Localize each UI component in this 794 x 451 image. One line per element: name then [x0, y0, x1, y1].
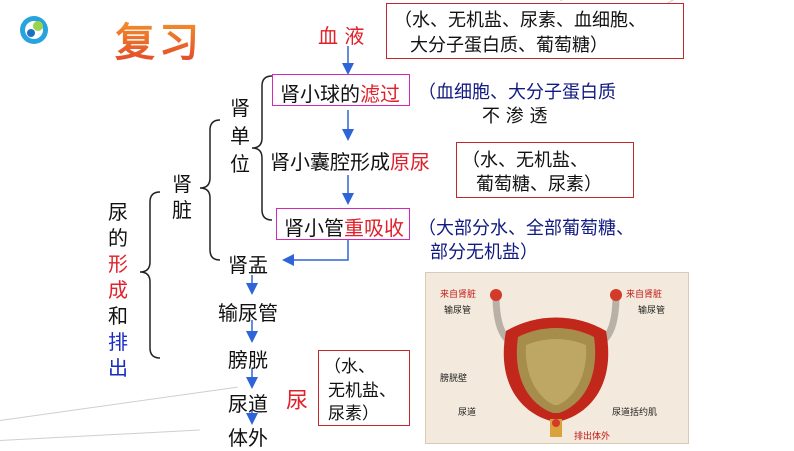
urine-label: 尿: [286, 389, 309, 414]
photo-label-ureter-left: 输尿管: [444, 306, 472, 316]
filtration-note-line2: 不 渗 透: [482, 106, 548, 127]
photo-label-urethra: 尿道: [458, 408, 477, 418]
filtration-prefix: 肾小球的: [280, 82, 360, 106]
brace-main: [139, 191, 161, 359]
capsule-label: 肾小囊腔形成原尿: [270, 146, 430, 175]
flow-urethra: 尿道: [228, 392, 268, 416]
nephron-label-2: 单: [230, 124, 250, 148]
nephron-label-3: 位: [230, 152, 250, 176]
photo-label-bladder-wall: 膀胱壁: [440, 374, 468, 384]
primary-urine-note-line2: 葡萄糖、尿素）: [476, 174, 602, 195]
brace-nephron: [251, 75, 273, 221]
primary-urine-note-line1: （水、无机盐、: [462, 150, 588, 171]
reabsorption-highlight: 重吸收: [344, 216, 404, 240]
blood-note-box: [386, 3, 684, 59]
photo-label-from-kidney-left: 来自肾脏: [440, 290, 477, 300]
capsule-highlight: 原尿: [390, 150, 430, 174]
capsule-prefix: 肾小囊腔形成: [270, 150, 390, 174]
filtration-label: 肾小球的滤过: [280, 78, 400, 107]
review-title: 复习: [115, 10, 203, 68]
photo-label-sphincter: 尿道括约肌: [612, 408, 658, 418]
photo-label-ureter-right: 输尿管: [638, 306, 666, 316]
brace-kidney: [199, 119, 221, 261]
filtration-box: [272, 74, 410, 106]
left-title-4: 成: [108, 278, 128, 302]
kidney-label-1: 肾: [172, 172, 192, 196]
urine-note-box: [318, 350, 410, 426]
logo-icon: [20, 16, 48, 44]
flow-renal-pelvis: 肾盂: [228, 253, 268, 277]
bladder-illustration: 来自肾脏 来自肾脏 输尿管 输尿管 膀胱壁 尿道 尿道括约肌 排出体外: [425, 272, 689, 444]
urine-note-line3: 尿素）: [328, 404, 379, 424]
urine-note-line1: （水、: [324, 357, 375, 377]
kidney-label-2: 脏: [172, 198, 192, 222]
reabsorption-note-line2: 部分无机盐）: [430, 242, 538, 263]
left-title-1: 尿: [108, 200, 128, 224]
left-title-6: 排: [108, 330, 128, 354]
urine-note-line2: 无机盐、: [328, 381, 396, 401]
filtration-note-line1: （血细胞、大分子蛋白质: [418, 82, 616, 103]
left-title-3: 形: [108, 252, 128, 276]
flow-outside: 体外: [228, 426, 268, 450]
left-title-2: 的: [108, 226, 128, 250]
bladder-drawing: [490, 289, 622, 437]
filtration-highlight: 滤过: [360, 82, 400, 106]
photo-label-from-kidney-right: 来自肾脏: [626, 290, 663, 300]
blood-label: 血 液: [318, 24, 365, 48]
left-title-7: 出: [108, 356, 128, 380]
reabsorption-note-line1: （大部分水、全部葡萄糖、: [418, 218, 634, 239]
reabsorption-label: 肾小管重吸收: [284, 212, 404, 241]
blood-note-line2: 大分子蛋白质、葡萄糖）: [410, 35, 608, 56]
nephron-label-1: 肾: [230, 96, 250, 120]
flow-bladder: 膀胱: [228, 348, 268, 372]
flow-ureter: 输尿管: [218, 301, 278, 325]
blood-note-line1: （水、无机盐、尿素、血细胞、: [394, 10, 646, 31]
primary-urine-note-box: [456, 142, 634, 198]
reabsorption-box: [276, 208, 410, 240]
photo-label-to-outside: 排出体外: [574, 432, 611, 442]
reabsorption-prefix: 肾小管: [284, 216, 344, 240]
left-title-5: 和: [108, 304, 128, 328]
